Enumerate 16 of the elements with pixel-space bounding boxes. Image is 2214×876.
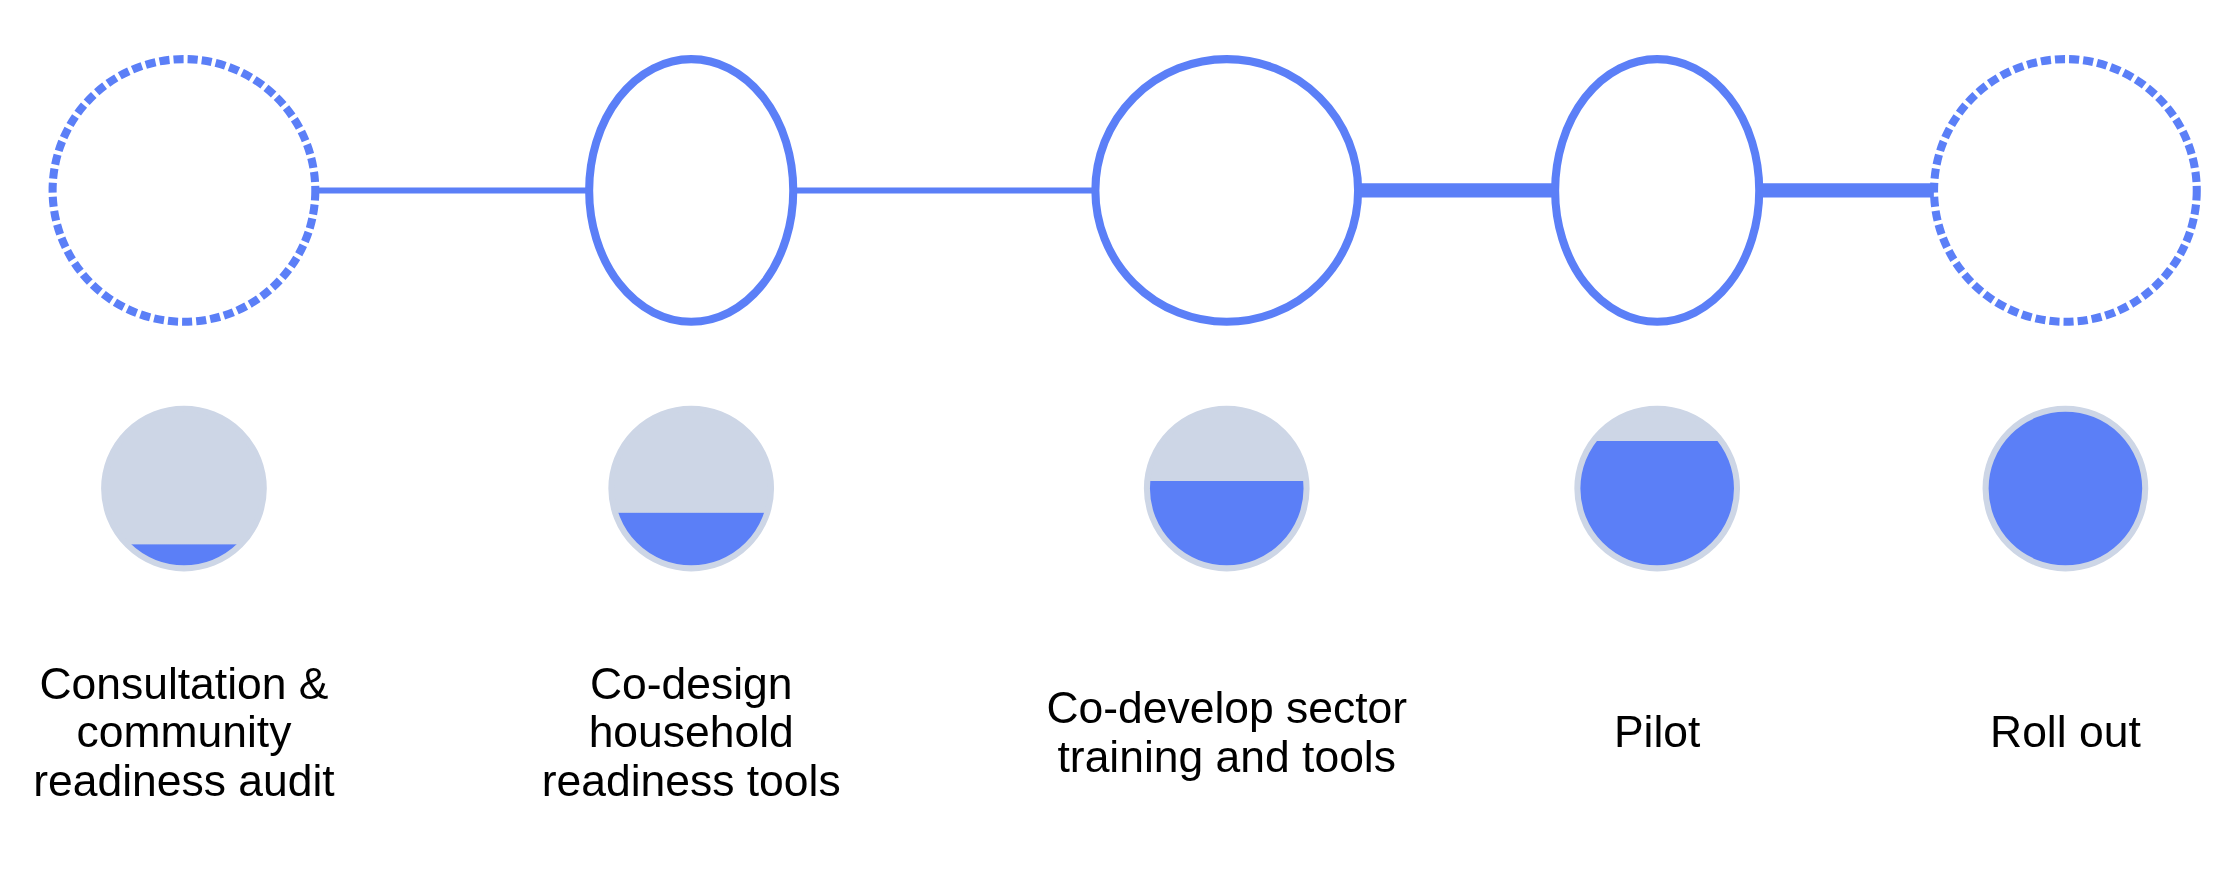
node-circle: [1143, 405, 1310, 572]
node-circle: [1091, 55, 1363, 326]
node-label: Co-develop sector training and tools: [1046, 683, 1408, 781]
node-circle: [1574, 405, 1741, 572]
node-label: Pilot: [1613, 707, 1701, 757]
node-circle: [101, 405, 267, 572]
node-semicircle: [1551, 55, 1764, 326]
node-circle: [608, 405, 775, 572]
node-label: Roll out: [1990, 707, 2141, 757]
connector: [1358, 183, 1555, 198]
node-circle: [1982, 405, 2149, 572]
node-arc: [1930, 55, 2201, 326]
node-label: Consultation & community readiness audit: [33, 658, 335, 805]
node-arc: [48, 55, 320, 326]
node-semicircle: [585, 55, 798, 326]
node-label: Co-design household readiness tools: [541, 658, 841, 805]
